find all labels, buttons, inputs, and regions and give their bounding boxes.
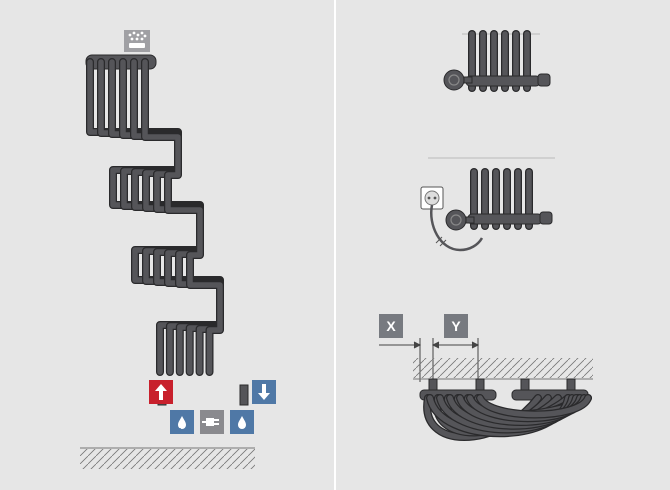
- dimension-x-label: X: [386, 318, 396, 334]
- floor-hatch-left: [80, 447, 255, 469]
- electric-plug-icon: [200, 410, 224, 434]
- dimension-y-label: Y: [451, 318, 461, 334]
- arrow-up-icon: [149, 380, 173, 404]
- water-drop-icon: [230, 410, 254, 434]
- dimension-diagram: X Y: [379, 314, 593, 441]
- radiator-bottom-header: [467, 213, 543, 225]
- radiator-with-electric-element: [420, 157, 555, 252]
- wall-socket-icon: [420, 186, 444, 210]
- dimension-x-badge: X: [379, 314, 403, 338]
- radiator-bottom-header: [465, 75, 541, 87]
- water-drop-icon: [170, 410, 194, 434]
- radiator-with-thermostat: [443, 30, 551, 92]
- dimension-y-badge: Y: [444, 314, 468, 338]
- arrow-down-icon: [252, 380, 276, 404]
- spray-icon: [124, 30, 150, 52]
- radiator-tube-fill: [142, 59, 223, 375]
- thermostat-icon: [445, 209, 475, 231]
- valve-icon: [539, 211, 553, 225]
- zigzag-radiator: [85, 54, 224, 376]
- bent-tube-fill: [477, 395, 591, 418]
- power-cable: [430, 204, 484, 252]
- thermostat-icon: [443, 69, 473, 91]
- valve-icon: [537, 73, 551, 87]
